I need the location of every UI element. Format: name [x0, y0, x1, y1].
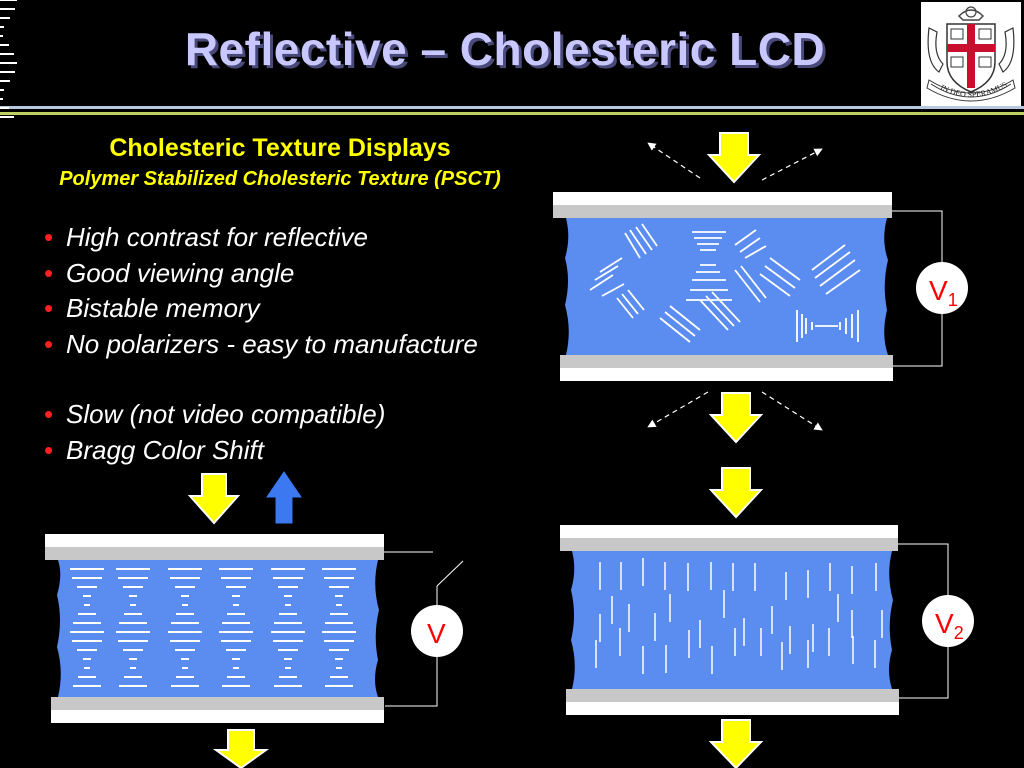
bullet-icon: •	[44, 257, 54, 288]
voltage-indicator-v2	[922, 595, 974, 647]
svg-text:V2: V2	[935, 608, 964, 643]
section-heading: Cholesteric Texture Displays	[109, 134, 451, 162]
svg-text:V1: V1	[929, 275, 958, 310]
down-arrow-icon	[708, 467, 764, 519]
list-item: •Bistable memory	[44, 291, 478, 327]
voltage-indicator-v1	[916, 262, 968, 314]
down-arrow-icon	[708, 719, 764, 768]
list-item: •Good viewing angle	[44, 256, 478, 292]
down-arrow-icon	[187, 473, 241, 525]
advantages-list: •High contrast for reflective •Good view…	[44, 220, 478, 362]
bullet-icon: •	[44, 399, 54, 429]
down-arrow-icon	[706, 132, 762, 184]
voltage-indicator-v	[411, 605, 463, 657]
down-arrow-icon	[708, 392, 764, 444]
university-crest: IN DEO SPERAMUS	[921, 2, 1021, 106]
crest-logo-icon: IN DEO SPERAMUS	[926, 6, 1016, 102]
slide-title: Reflective – Cholesteric LCD	[184, 23, 826, 75]
list-item: •High contrast for reflective	[44, 220, 478, 256]
list-item: •Slow (not video compatible)	[44, 397, 385, 433]
focal-conic-cell: V1	[553, 132, 968, 381]
section-subheading: Polymer Stabilized Cholesteric Texture (…	[59, 168, 501, 190]
title-divider-bottom	[0, 112, 1024, 115]
bullet-icon: •	[44, 222, 54, 252]
homeotropic-cell: V2	[560, 525, 974, 715]
disadvantages-list: •Slow (not video compatible) •Bragg Colo…	[44, 397, 385, 468]
planar-cell: V	[0, 0, 464, 723]
bullet-icon: •	[44, 328, 54, 359]
up-arrow-icon	[266, 471, 302, 524]
svg-text:V: V	[427, 618, 446, 649]
bullet-icon: •	[44, 434, 54, 465]
title-divider-top	[0, 106, 1024, 109]
down-arrow-icon	[212, 729, 270, 768]
list-item: •Bragg Color Shift	[44, 433, 385, 469]
bullet-icon: •	[44, 293, 54, 323]
list-item: •No polarizers - easy to manufacture	[44, 327, 478, 363]
